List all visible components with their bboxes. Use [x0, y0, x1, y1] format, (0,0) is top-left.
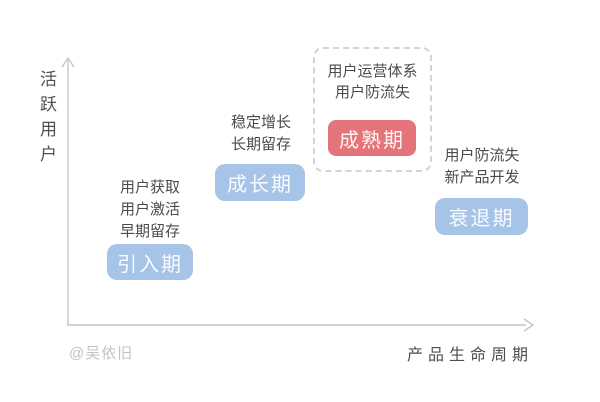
note-line: 用户运营体系	[327, 63, 418, 80]
x-axis-arrow-icon	[523, 318, 535, 332]
stage-decline-notes: 用户防流失 新产品开发	[427, 145, 537, 189]
maturity-dashed-frame: 用户运营体系 用户防流失 成熟期	[313, 47, 432, 172]
note-line: 用户防流失	[444, 147, 520, 164]
y-axis-arrow-icon	[61, 56, 75, 68]
note-line: 新产品开发	[444, 169, 520, 186]
y-axis-label: 活跃用户	[37, 70, 56, 170]
stage-box-maturity: 成熟期	[328, 120, 416, 156]
note-line: 用户获取	[119, 179, 180, 196]
stage-intro-notes: 用户获取 用户激活 早期留存	[95, 177, 205, 243]
note-line: 用户防流失	[334, 84, 410, 101]
stage-maturity-notes: 用户运营体系 用户防流失	[315, 61, 430, 103]
note-line: 稳定增长	[230, 114, 291, 131]
stage-box-introduction: 引入期	[107, 244, 193, 280]
note-line: 用户激活	[119, 201, 180, 218]
stage-growth-notes: 稳定增长 长期留存	[206, 112, 316, 156]
watermark: @吴依旧	[69, 345, 134, 362]
note-line: 早期留存	[119, 223, 180, 240]
stage-box-growth: 成长期	[215, 164, 305, 201]
x-axis-label: 产品生命周期	[407, 347, 534, 364]
stage-box-decline: 衰退期	[435, 198, 528, 235]
note-line: 长期留存	[230, 136, 291, 153]
